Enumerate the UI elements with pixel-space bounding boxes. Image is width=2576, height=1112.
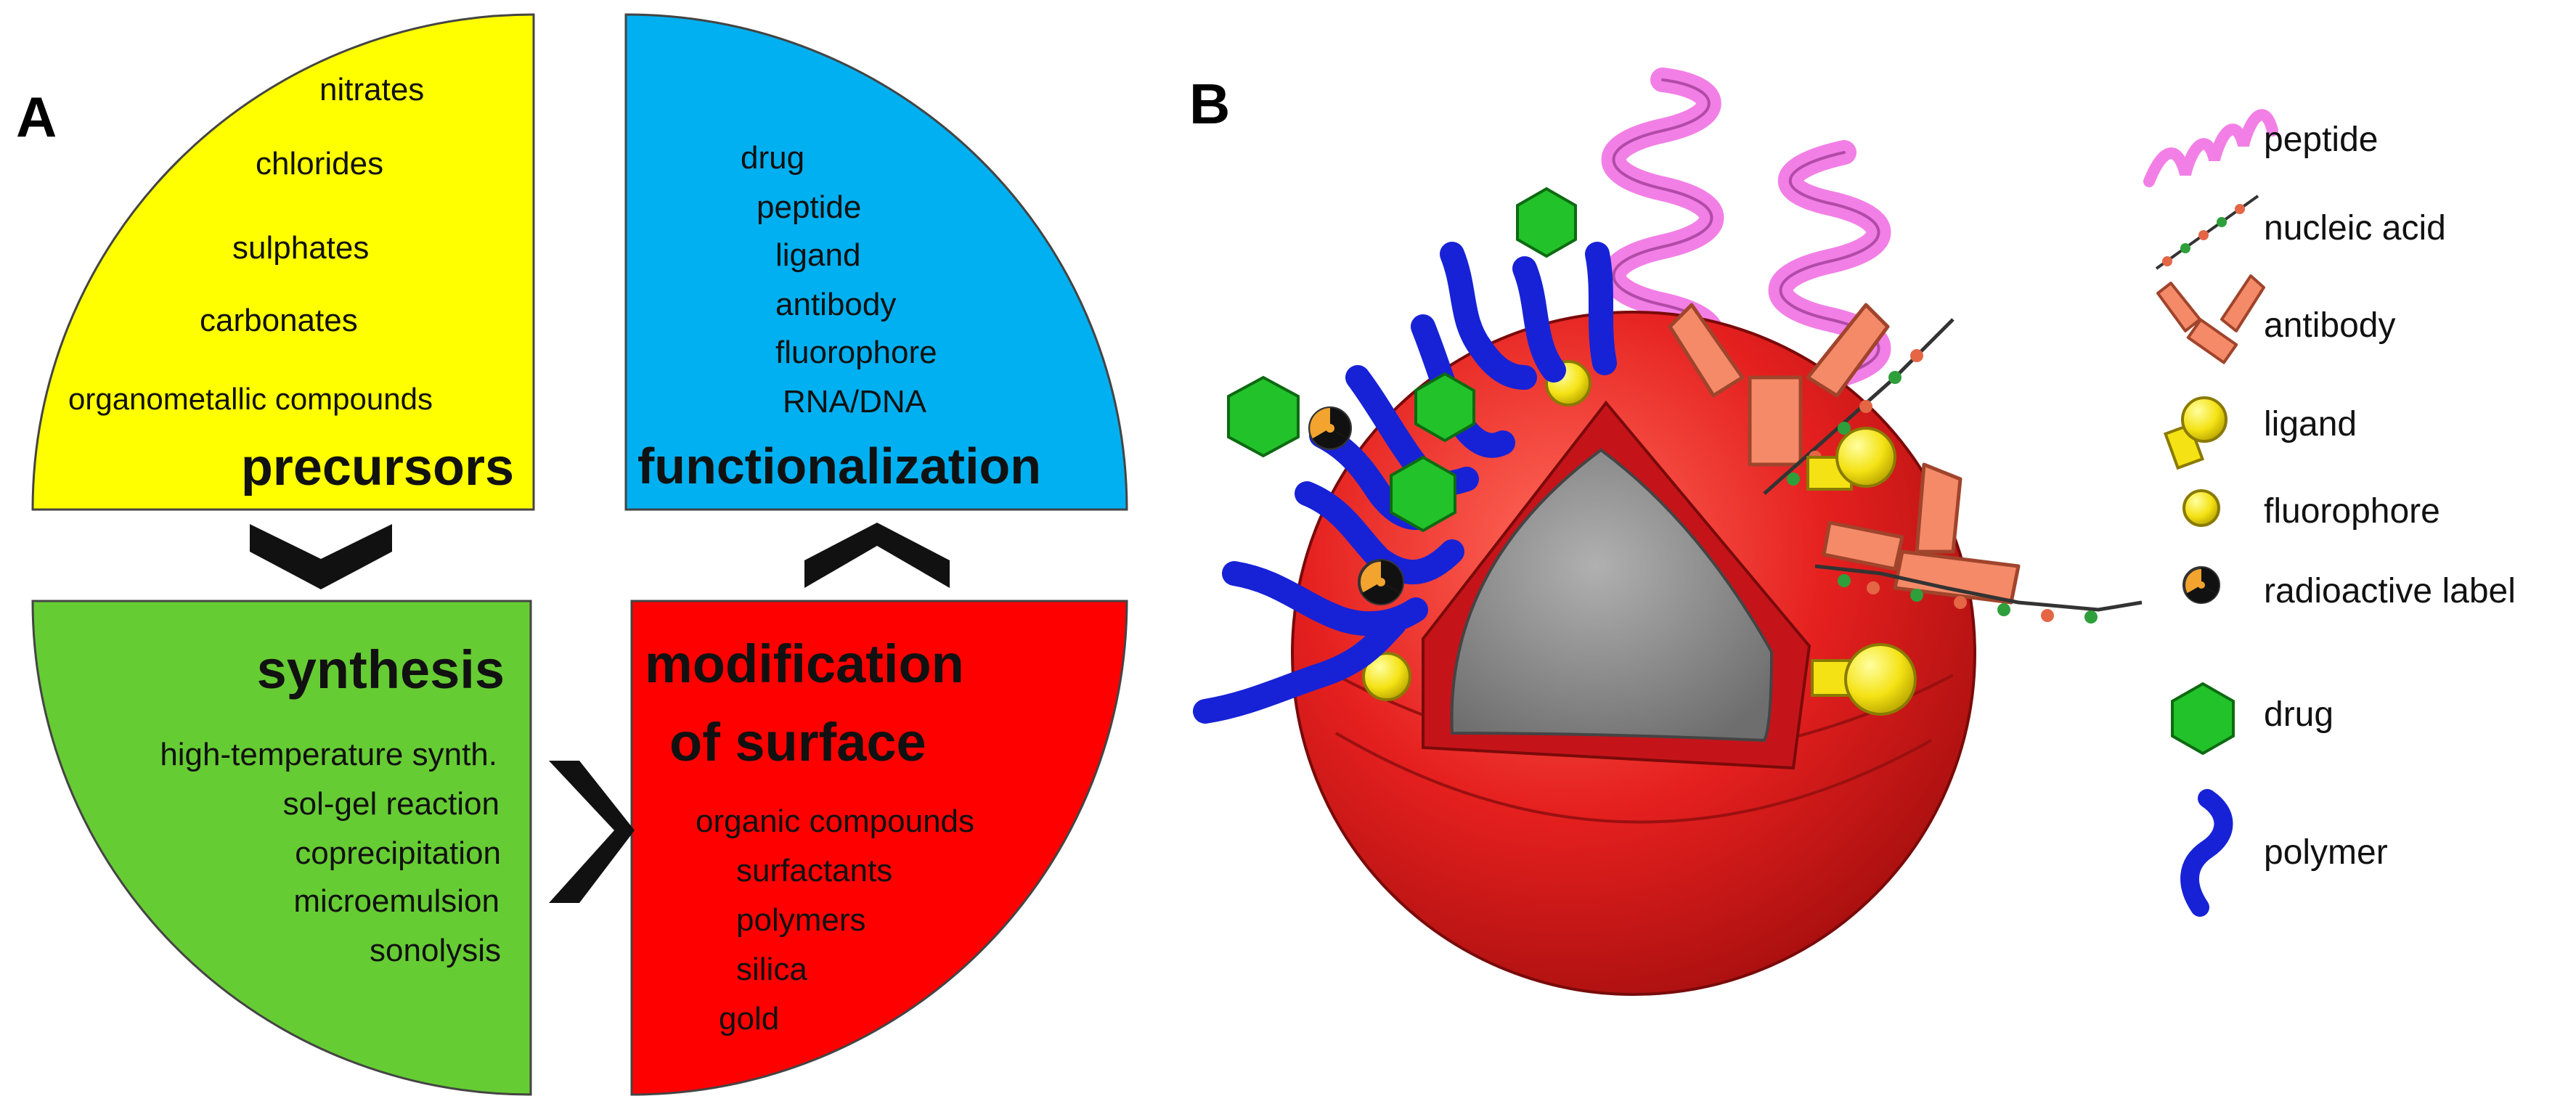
legend-label: antibody (2264, 306, 2395, 345)
precursors-title: precursors (241, 438, 514, 496)
legend-item-ligand: ligand (2163, 396, 2357, 470)
functionalization-item: drug (741, 140, 804, 176)
panel-a-label: A (16, 85, 57, 149)
functionalization-quadrant (624, 13, 1128, 511)
modification-title-line1: modification (645, 634, 964, 694)
modification-quadrant (630, 600, 1128, 1096)
antibody-icon (2156, 274, 2265, 364)
legend-item-fluorophore: fluorophore (2182, 489, 2440, 531)
functionalization-item: antibody (775, 287, 896, 322)
legend-item-antibody: antibody (2156, 274, 2395, 364)
ligand-icon (2163, 396, 2227, 470)
radioactive-icon (2182, 566, 2220, 604)
drug (1516, 187, 1577, 258)
precursors-item: chlorides (256, 146, 383, 181)
legend-label: fluorophore (2264, 492, 2440, 531)
synthesis-item: sol-gel reaction (283, 786, 500, 822)
nucleic-acid-icon (2155, 195, 2259, 270)
modification-item: organic compounds (696, 804, 974, 839)
right-arrow-icon (549, 761, 635, 903)
synthesis-quadrant (31, 600, 532, 1096)
modification-title-line2: of surface (669, 712, 926, 772)
synthesis-title: synthesis (257, 639, 505, 700)
modification-item: gold (719, 1001, 779, 1037)
legend-label: ligand (2264, 405, 2357, 443)
precursors-item: sulphates (232, 230, 369, 266)
fluorophore (1362, 652, 1411, 701)
legend-item-drug: drug (2171, 682, 2334, 756)
synthesis-item: microemulsion (293, 883, 500, 919)
helix-icon (2143, 109, 2278, 187)
legend: peptide nucleic acid (2143, 109, 2516, 917)
legend-label: radioactive label (2264, 572, 2516, 610)
precursors-item: organometallic compounds (68, 382, 433, 416)
precursors-item: nitrates (319, 72, 424, 107)
modification-item: silica (736, 952, 807, 987)
legend-item-radioactive-label: radioactive label (2182, 566, 2516, 610)
antibody (1822, 462, 2021, 605)
functionalization-item: fluorophore (775, 335, 937, 370)
nucleic-acid (1814, 564, 2143, 624)
legend-label: peptide (2264, 120, 2378, 159)
legend-label: polymer (2264, 833, 2388, 872)
synthesis-item: coprecipitation (295, 835, 501, 871)
drug (1390, 455, 1456, 533)
legend-item-nucleic-acid: nucleic acid (2155, 195, 2446, 270)
legend-label: drug (2264, 695, 2334, 734)
functionalization-item: ligand (775, 237, 860, 273)
legend-item-polymer: polymer (2180, 789, 2388, 917)
ligand (1806, 427, 1896, 491)
polymer-icon (2180, 789, 2233, 917)
functionalization-item: peptide (757, 189, 861, 225)
up-arrow-icon (804, 523, 950, 588)
antibody (1668, 303, 1890, 467)
panel-b-label: B (1189, 72, 1230, 136)
synthesis-item: sonolysis (370, 933, 501, 968)
panel-a: A nitrates chlorides sulphates carbonate… (16, 13, 1128, 1096)
synthesis-item: high-temperature synth. (160, 737, 497, 772)
drug (1227, 375, 1300, 458)
panel-b: B (1189, 68, 2516, 996)
radioactive-label (1308, 406, 1352, 450)
modification-item: surfactants (736, 853, 892, 888)
legend-item-peptide: peptide (2143, 109, 2378, 187)
legend-label: nucleic acid (2264, 209, 2446, 248)
precursors-item: carbonates (200, 303, 358, 338)
ligand (1811, 643, 1917, 716)
drug-icon (2171, 682, 2235, 756)
precursors-quadrant (31, 13, 535, 511)
functionalization-title: functionalization (637, 438, 1041, 494)
down-arrow-icon (250, 524, 392, 589)
modification-item: polymers (736, 902, 866, 938)
radioactive-label (1358, 559, 1404, 605)
fluorophore-icon (2182, 489, 2220, 527)
drug (1414, 372, 1475, 443)
functionalization-item: RNA/DNA (783, 384, 927, 420)
shell-ring (1334, 732, 1932, 824)
nanoparticle-core (1450, 448, 1774, 743)
